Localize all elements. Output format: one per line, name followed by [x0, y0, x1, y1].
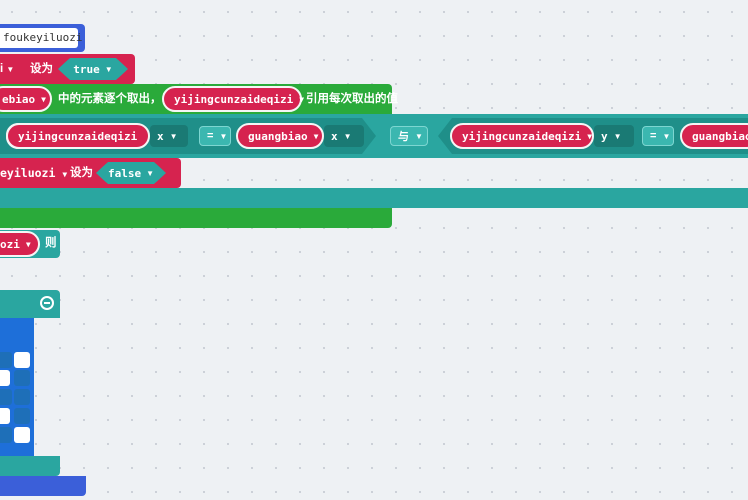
show-leds-block[interactable] [0, 318, 34, 456]
led[interactable] [14, 352, 30, 368]
cond-object-var1[interactable]: yijingcunzaideqizi [6, 123, 150, 149]
variable-dropdown-2[interactable]: eyiluozi ▼ [0, 166, 68, 180]
cond-object-var2[interactable]: guangbiao▼ [236, 123, 324, 149]
variable-name-block[interactable]: foukeyiluozi [0, 24, 85, 52]
led[interactable] [0, 389, 12, 405]
cond-eq1[interactable]: =▼ [199, 126, 231, 146]
led[interactable] [14, 427, 30, 443]
led[interactable] [14, 408, 30, 424]
set-label-2: 设为 [70, 167, 93, 179]
foreach-item-var[interactable]: yijingcunzaideqizi▼ [162, 86, 304, 112]
foreach-block-footer [0, 208, 392, 228]
forever-block-footer [0, 476, 86, 496]
cond-prop-x2[interactable]: x▼ [324, 125, 364, 147]
false-value-dropdown[interactable]: false▼ [96, 162, 166, 184]
led[interactable] [0, 370, 10, 386]
cond-prop-y[interactable]: y▼ [594, 125, 634, 147]
variable-dropdown[interactable]: i ▼ [0, 63, 15, 75]
foreach-list-var[interactable]: ebiao▼ [0, 86, 52, 112]
if-block-footer [0, 188, 748, 208]
cond-eq2[interactable]: =▼ [642, 126, 674, 146]
led[interactable] [14, 370, 30, 386]
set-variable-block-2[interactable]: eyiluozi ▼ 设为 false▼ [0, 158, 181, 188]
if-block-2[interactable]: ozi▼ 则 [0, 230, 60, 258]
led[interactable] [0, 427, 12, 443]
foreach-text: 中的元素逐个取出，以 [58, 93, 173, 105]
if-else-footer [0, 456, 60, 476]
cond-object-var4[interactable]: guangbiao [680, 123, 748, 149]
if-else-header[interactable] [0, 290, 60, 318]
set-label: 设为 [30, 63, 53, 75]
set-variable-block[interactable]: i ▼ 设为 true▼ [0, 54, 135, 84]
foreach-suffix: 引用每次取出的值 [306, 93, 398, 105]
minus-circle-icon[interactable] [40, 296, 54, 310]
if-var-pill[interactable]: ozi▼ [0, 231, 40, 257]
variable-name-field[interactable]: foukeyiluozi [0, 28, 82, 48]
led[interactable] [0, 408, 10, 424]
cond-prop-x1[interactable]: x▼ [150, 125, 188, 147]
if-then-label: 则 [45, 237, 57, 249]
cond-object-var3[interactable]: yijingcunzaideqizi▼ [450, 123, 594, 149]
foreach-block[interactable]: ebiao▼ 中的元素逐个取出，以 yijingcunzaideqizi▼ 引用… [0, 84, 398, 114]
cond-and-dropdown[interactable]: 与▼ [390, 126, 428, 146]
led[interactable] [14, 389, 30, 405]
led[interactable] [0, 352, 12, 368]
true-value-dropdown[interactable]: true▼ [58, 58, 128, 80]
